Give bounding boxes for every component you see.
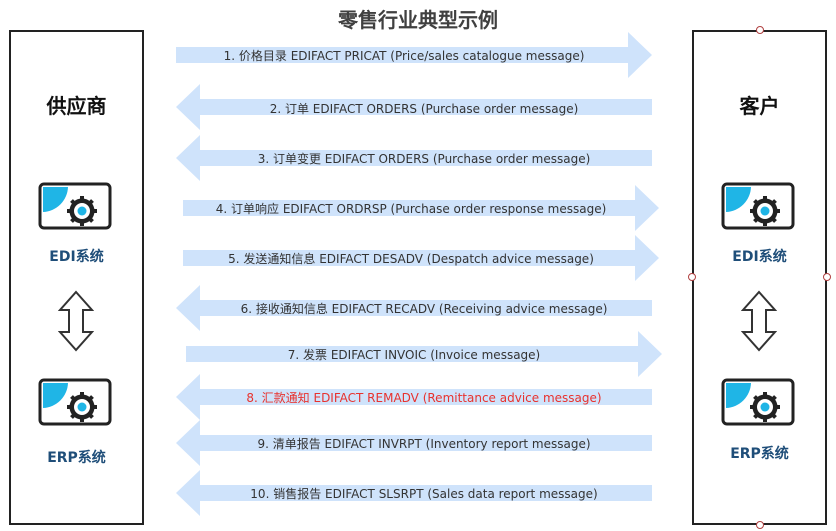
customer-name: 客户 xyxy=(739,94,780,118)
page-title: 零售行业典型示例 xyxy=(338,8,498,32)
supplier-erp-label: ERP系统 xyxy=(47,450,106,466)
message-arrow-shape xyxy=(176,420,652,466)
supplier-box: 供应商 EDI系统 xyxy=(9,30,144,525)
message-label-1: 1. 价格目录 EDIFACT PRICAT (Price/sales cata… xyxy=(223,49,585,63)
message-arrow-9 xyxy=(176,420,652,466)
customer-erp-label: ERP系统 xyxy=(730,446,789,462)
selection-handle-bottom[interactable] xyxy=(756,521,764,529)
message-arrow-3 xyxy=(176,135,652,181)
message-label-8: 8. 汇款通知 EDIFACT REMADV (Remittance advic… xyxy=(246,391,602,405)
message-label-4: 4. 订单响应 EDIFACT ORDRSP (Purchase order r… xyxy=(215,202,607,216)
message-arrow-8 xyxy=(176,374,652,420)
supplier-bidirectional-arrow-icon xyxy=(58,290,94,352)
message-label-10: 10. 销售报告 EDIFACT SLSRPT (Sales data repo… xyxy=(250,487,598,501)
supplier-erp-monitor-icon xyxy=(38,378,112,426)
message-arrow-shape xyxy=(183,235,659,281)
message-arrow-2 xyxy=(176,84,652,130)
message-label-9: 9. 清单报告 EDIFACT INVRPT (Inventory report… xyxy=(257,437,591,451)
supplier-edi-label: EDI系统 xyxy=(49,249,104,265)
customer-erp-monitor-icon xyxy=(721,378,795,426)
message-label-6: 6. 接收通知信息 EDIFACT RECADV (Receiving advi… xyxy=(240,302,608,316)
message-arrow-4 xyxy=(183,185,659,231)
message-arrow-6 xyxy=(176,285,652,331)
selection-handle-top[interactable] xyxy=(756,26,764,34)
message-arrow-shape xyxy=(176,285,652,331)
customer-bidirectional-arrow-icon xyxy=(741,290,777,352)
message-label-2: 2. 订单 EDIFACT ORDERS (Purchase order mes… xyxy=(269,102,579,116)
message-arrow-shape xyxy=(176,470,652,516)
customer-edi-label: EDI系统 xyxy=(732,249,787,265)
message-arrow-1 xyxy=(176,32,652,78)
message-arrow-shape xyxy=(176,374,652,420)
message-label-5: 5. 发送通知信息 EDIFACT DESADV (Despatch advic… xyxy=(228,252,594,266)
message-label-7: 7. 发票 EDIFACT INVOIC (Invoice message) xyxy=(287,348,541,362)
message-arrow-10 xyxy=(176,470,652,516)
selection-handle-right[interactable] xyxy=(823,273,831,281)
message-arrow-shape xyxy=(176,135,652,181)
customer-box: 客户 EDI系统 xyxy=(692,30,827,525)
message-arrow-shape xyxy=(176,84,652,130)
supplier-name: 供应商 xyxy=(46,94,107,118)
message-arrow-shape xyxy=(183,185,659,231)
message-arrow-shape xyxy=(176,32,652,78)
message-label-3: 3. 订单变更 EDIFACT ORDERS (Purchase order m… xyxy=(257,152,591,166)
supplier-edi-monitor-icon xyxy=(38,182,112,230)
message-arrow-7 xyxy=(186,331,662,377)
selection-handle-left[interactable] xyxy=(688,273,696,281)
message-arrow-5 xyxy=(183,235,659,281)
message-arrow-shape xyxy=(186,331,662,377)
customer-edi-monitor-icon xyxy=(721,182,795,230)
